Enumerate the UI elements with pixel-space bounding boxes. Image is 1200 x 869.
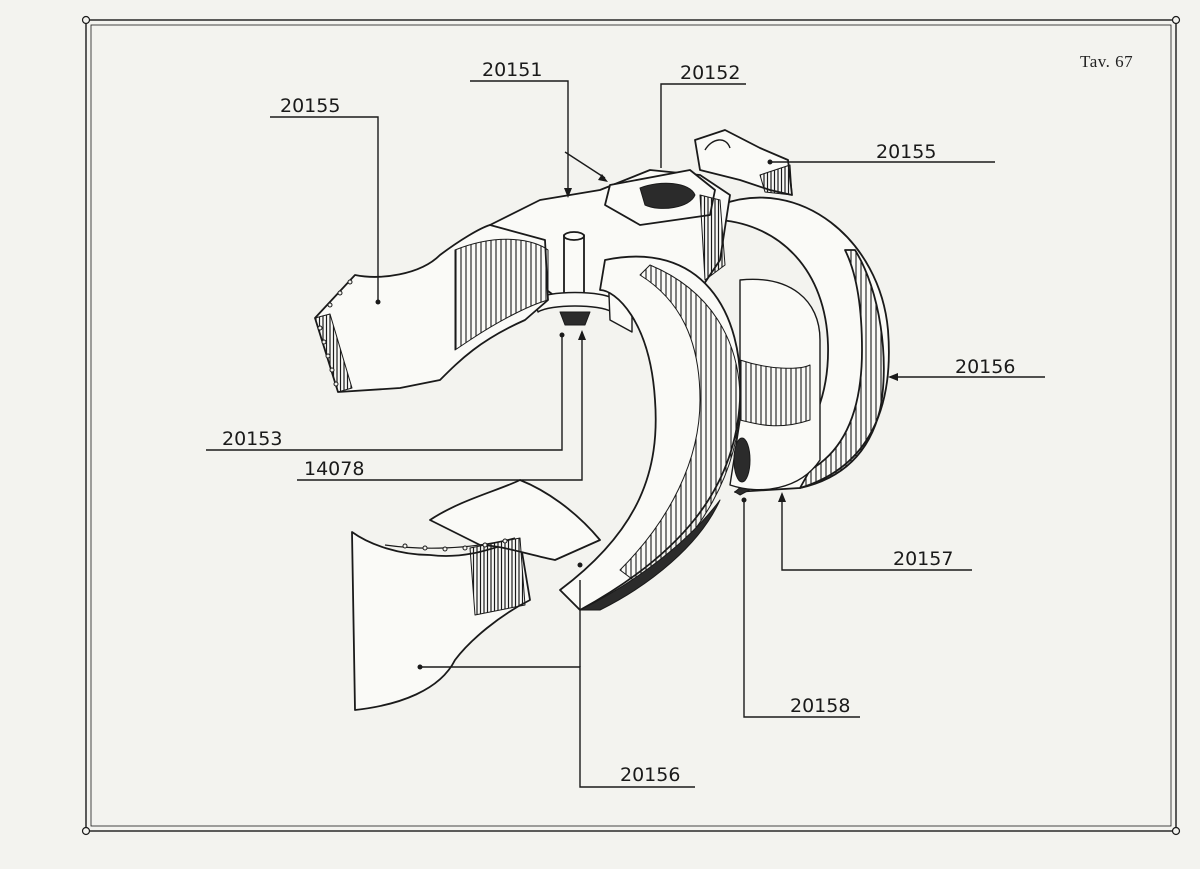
- callout-20156-right: 20156: [955, 356, 1016, 378]
- lower-front-duct: [351, 479, 601, 711]
- callout-20152: 20152: [680, 62, 741, 84]
- callout-20155-right: 20155: [876, 141, 937, 163]
- front-cowl-ring: [559, 255, 742, 611]
- crank-housing: [729, 278, 821, 491]
- engine-cowling-assembly: [314, 129, 890, 711]
- rivet-row: [317, 279, 353, 387]
- leader-lines: [206, 80, 1045, 788]
- plate-title: Tav. 67: [1080, 52, 1134, 71]
- callout-20151: 20151: [482, 59, 543, 81]
- callout-20158: 20158: [790, 695, 851, 717]
- plate-frame: [81, 15, 1181, 836]
- upper-left-duct: [314, 224, 549, 393]
- top-right-bracket: [694, 129, 793, 196]
- lower-rivet-row: [402, 538, 508, 552]
- callout-20157: 20157: [893, 548, 954, 570]
- leader-arrowheads: [375, 159, 898, 670]
- callout-20153: 20153: [222, 428, 283, 450]
- callout-20156-bottom: 20156: [620, 764, 681, 786]
- callout-20155-left: 20155: [280, 95, 341, 117]
- callout-14078: 14078: [304, 458, 365, 480]
